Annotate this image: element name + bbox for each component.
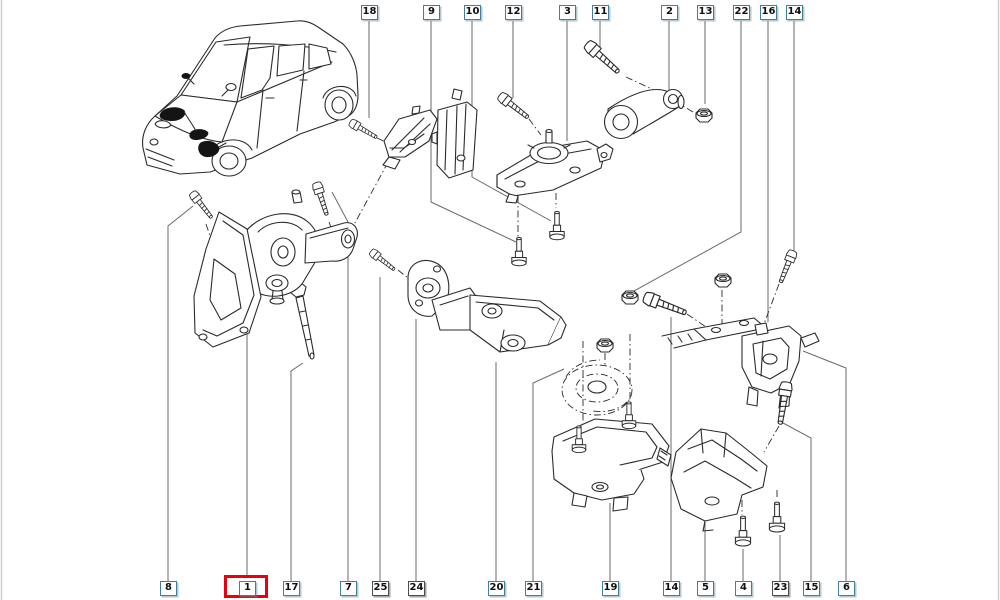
callout-21[interactable]: 21 [525, 581, 542, 596]
selected-part-highlight [224, 575, 268, 598]
center-mount-parts-21-19-drawing [551, 334, 670, 512]
callout-3[interactable]: 3 [559, 5, 576, 20]
callout-14-bottom[interactable]: 14 [663, 581, 680, 596]
callout-14-top[interactable]: 14 [786, 5, 803, 20]
upper-mount-parts-2-3-drawing [495, 38, 713, 267]
callout-19[interactable]: 19 [602, 581, 619, 596]
callout-9[interactable]: 9 [423, 5, 440, 20]
callout-23[interactable]: 23 [772, 581, 789, 596]
callout-6[interactable]: 6 [838, 581, 855, 596]
callout-24[interactable]: 24 [408, 581, 425, 596]
callout-7[interactable]: 7 [340, 581, 357, 596]
callout-5[interactable]: 5 [697, 581, 714, 596]
callout-17[interactable]: 17 [283, 581, 300, 596]
engine-mount-part-1-drawing [187, 165, 387, 360]
leader-lines [167, 21, 847, 581]
callout-22[interactable]: 22 [733, 5, 750, 20]
support-bracket-parts-5-4-23-15-drawing [656, 380, 794, 547]
callout-1-selected[interactable]: 1 [239, 581, 256, 596]
bracket-parts-9-10-drawing [347, 88, 478, 179]
callout-20[interactable]: 20 [488, 581, 505, 596]
callout-8[interactable]: 8 [160, 581, 177, 596]
callout-11[interactable]: 11 [592, 5, 609, 20]
car-illustration [142, 20, 359, 177]
callout-15[interactable]: 15 [803, 581, 820, 596]
callout-10[interactable]: 10 [464, 5, 481, 20]
callout-25[interactable]: 25 [372, 581, 389, 596]
callout-4[interactable]: 4 [735, 581, 752, 596]
callout-16[interactable]: 16 [760, 5, 777, 20]
callout-12[interactable]: 12 [505, 5, 522, 20]
lower-torque-parts-24-25-20-drawing [367, 247, 567, 353]
callout-2[interactable]: 2 [661, 5, 678, 20]
callout-18[interactable]: 18 [361, 5, 378, 20]
callout-13[interactable]: 13 [697, 5, 714, 20]
